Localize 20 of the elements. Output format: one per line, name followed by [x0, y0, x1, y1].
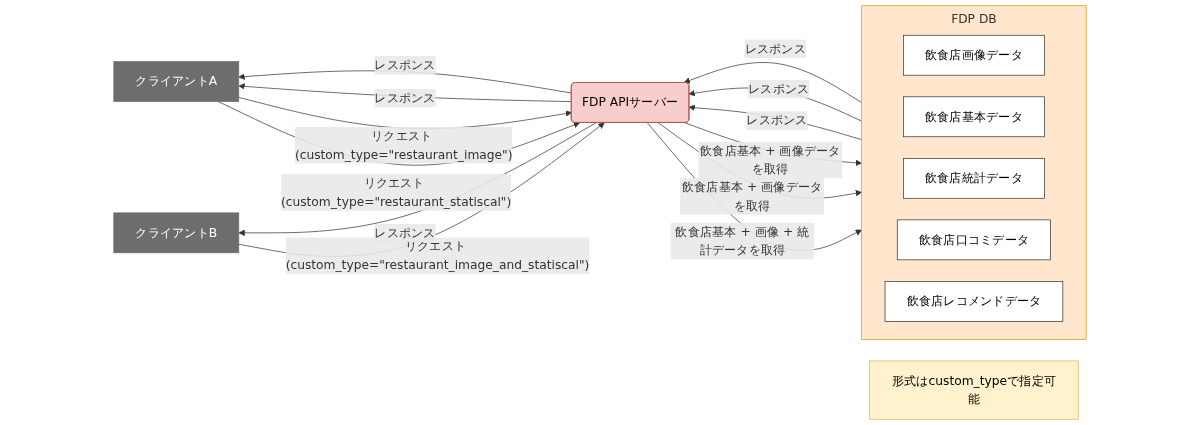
node-box: クライアントB	[113, 212, 240, 254]
edge-label: レスポンス	[374, 225, 436, 240]
edge-label: リクエスト (custom_type="restaurant_image")	[294, 128, 513, 162]
edge-label: レスポンス	[374, 57, 436, 72]
edge-label: レスポンス	[374, 90, 436, 105]
node-box: 飲食店レコメンドデータ	[884, 281, 1064, 322]
node-box: 飲食店口コミデータ	[896, 219, 1051, 261]
node-box: クライアントA	[113, 61, 240, 102]
edge-label: リクエスト (custom_type="restaurant_image_and_statiscal")	[285, 238, 590, 272]
edge-label: 飲食店基本 + 画像データを取得	[681, 179, 823, 213]
edge-label: リクエスト (custom_type="restaurant_statiscal")	[280, 175, 512, 209]
edge-label: レスポンス	[746, 112, 808, 128]
edge-label: 飲食店基本 + 画像 + 統計データを取得	[675, 224, 810, 257]
node-box: 飲食店基本データ	[903, 96, 1045, 138]
node-box: 形式はcustom_typeで指定可能	[869, 360, 1079, 420]
edge-label: レスポンス	[748, 81, 810, 96]
node-box: 飲食店画像データ	[903, 34, 1045, 76]
edge-label: 飲食店基本 + 画像データを取得	[700, 143, 841, 176]
node-box: 飲食店統計データ	[903, 158, 1045, 199]
edge-label: レスポンス	[744, 41, 806, 56]
